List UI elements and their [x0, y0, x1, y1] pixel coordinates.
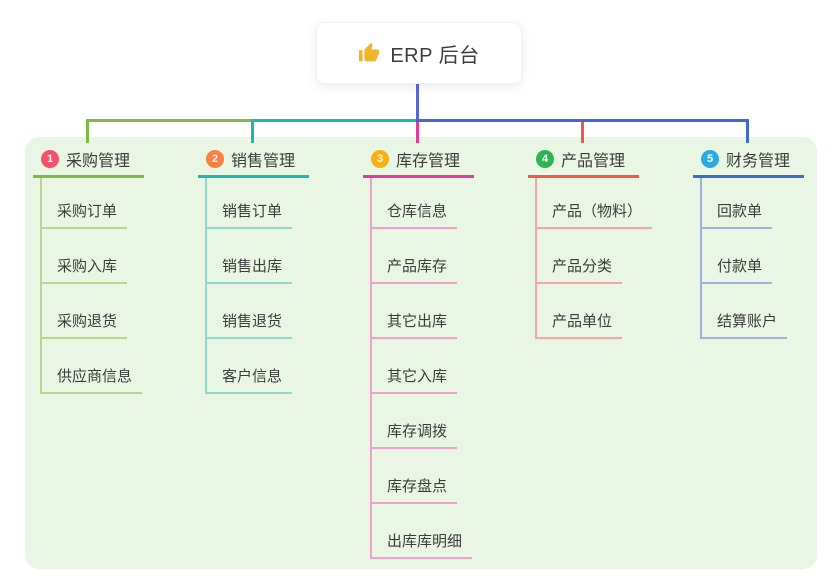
- child-node[interactable]: 其它入库: [372, 339, 458, 394]
- branch-number-badge: 2: [206, 150, 224, 168]
- branch-children: 产品（物料）产品分类产品单位: [535, 178, 653, 339]
- branch-header-5[interactable]: 5 财务管理: [693, 143, 805, 178]
- branch-4: 4 产品管理产品（物料）产品分类产品单位: [520, 143, 653, 339]
- branch-number-badge: 5: [701, 150, 719, 168]
- child-node[interactable]: 销售订单: [207, 178, 293, 229]
- branch-3: 3 库存管理仓库信息产品库存其它出库其它入库库存调拨库存盘点出库库明细: [355, 143, 475, 559]
- child-node[interactable]: 库存调拨: [372, 394, 458, 449]
- branch-header-1[interactable]: 1 采购管理: [33, 143, 145, 178]
- root-node[interactable]: ERP 后台: [316, 22, 522, 84]
- child-node[interactable]: 销售出库: [207, 229, 293, 284]
- branch-number-badge: 4: [536, 150, 554, 168]
- connector-line: [250, 119, 419, 122]
- child-node[interactable]: 产品库存: [372, 229, 458, 284]
- connector-line: [745, 119, 749, 143]
- child-node[interactable]: 客户信息: [207, 339, 293, 394]
- child-node[interactable]: 结算账户: [702, 284, 788, 339]
- connector-line: [416, 119, 749, 122]
- connector-line: [85, 119, 89, 143]
- connector-line: [580, 119, 584, 143]
- child-node[interactable]: 回款单: [702, 178, 773, 229]
- branch-children: 销售订单销售出库销售退货客户信息: [205, 178, 293, 394]
- branch-number-badge: 3: [371, 150, 389, 168]
- branch-number-badge: 1: [41, 150, 59, 168]
- child-node[interactable]: 其它出库: [372, 284, 458, 339]
- branch-label: 产品管理: [561, 153, 626, 170]
- branch-1: 1 采购管理采购订单采购入库采购退货供应商信息: [25, 143, 145, 394]
- child-node[interactable]: 付款单: [702, 229, 773, 284]
- branch-header-4[interactable]: 4 产品管理: [528, 143, 640, 178]
- branch-label: 采购管理: [66, 153, 131, 170]
- root-title: ERP 后台: [390, 44, 480, 67]
- branch-label: 财务管理: [726, 153, 791, 170]
- child-node[interactable]: 采购订单: [42, 178, 128, 229]
- child-node[interactable]: 采购退货: [42, 284, 128, 339]
- branch-label: 销售管理: [231, 153, 296, 170]
- child-node[interactable]: 产品（物料）: [537, 178, 653, 229]
- child-node[interactable]: 产品分类: [537, 229, 623, 284]
- child-node[interactable]: 销售退货: [207, 284, 293, 339]
- branch-header-2[interactable]: 2 销售管理: [198, 143, 310, 178]
- connector-line: [416, 84, 419, 121]
- thumbs-up-icon: [358, 42, 380, 64]
- branch-children: 回款单付款单结算账户: [700, 178, 788, 339]
- branch-label: 库存管理: [396, 153, 461, 170]
- child-node[interactable]: 出库库明细: [372, 504, 473, 559]
- connector-line: [415, 119, 419, 143]
- branch-5: 5 财务管理回款单付款单结算账户: [685, 143, 805, 339]
- child-node[interactable]: 采购入库: [42, 229, 128, 284]
- child-node[interactable]: 库存盘点: [372, 449, 458, 504]
- child-node[interactable]: 仓库信息: [372, 178, 458, 229]
- connector-line: [250, 119, 254, 143]
- child-node[interactable]: 供应商信息: [42, 339, 143, 394]
- branch-header-3[interactable]: 3 库存管理: [363, 143, 475, 178]
- branch-2: 2 销售管理销售订单销售出库销售退货客户信息: [190, 143, 310, 394]
- child-node[interactable]: 产品单位: [537, 284, 623, 339]
- branch-children: 采购订单采购入库采购退货供应商信息: [40, 178, 143, 394]
- branch-children: 仓库信息产品库存其它出库其它入库库存调拨库存盘点出库库明细: [370, 178, 473, 559]
- branches-panel: [25, 137, 817, 569]
